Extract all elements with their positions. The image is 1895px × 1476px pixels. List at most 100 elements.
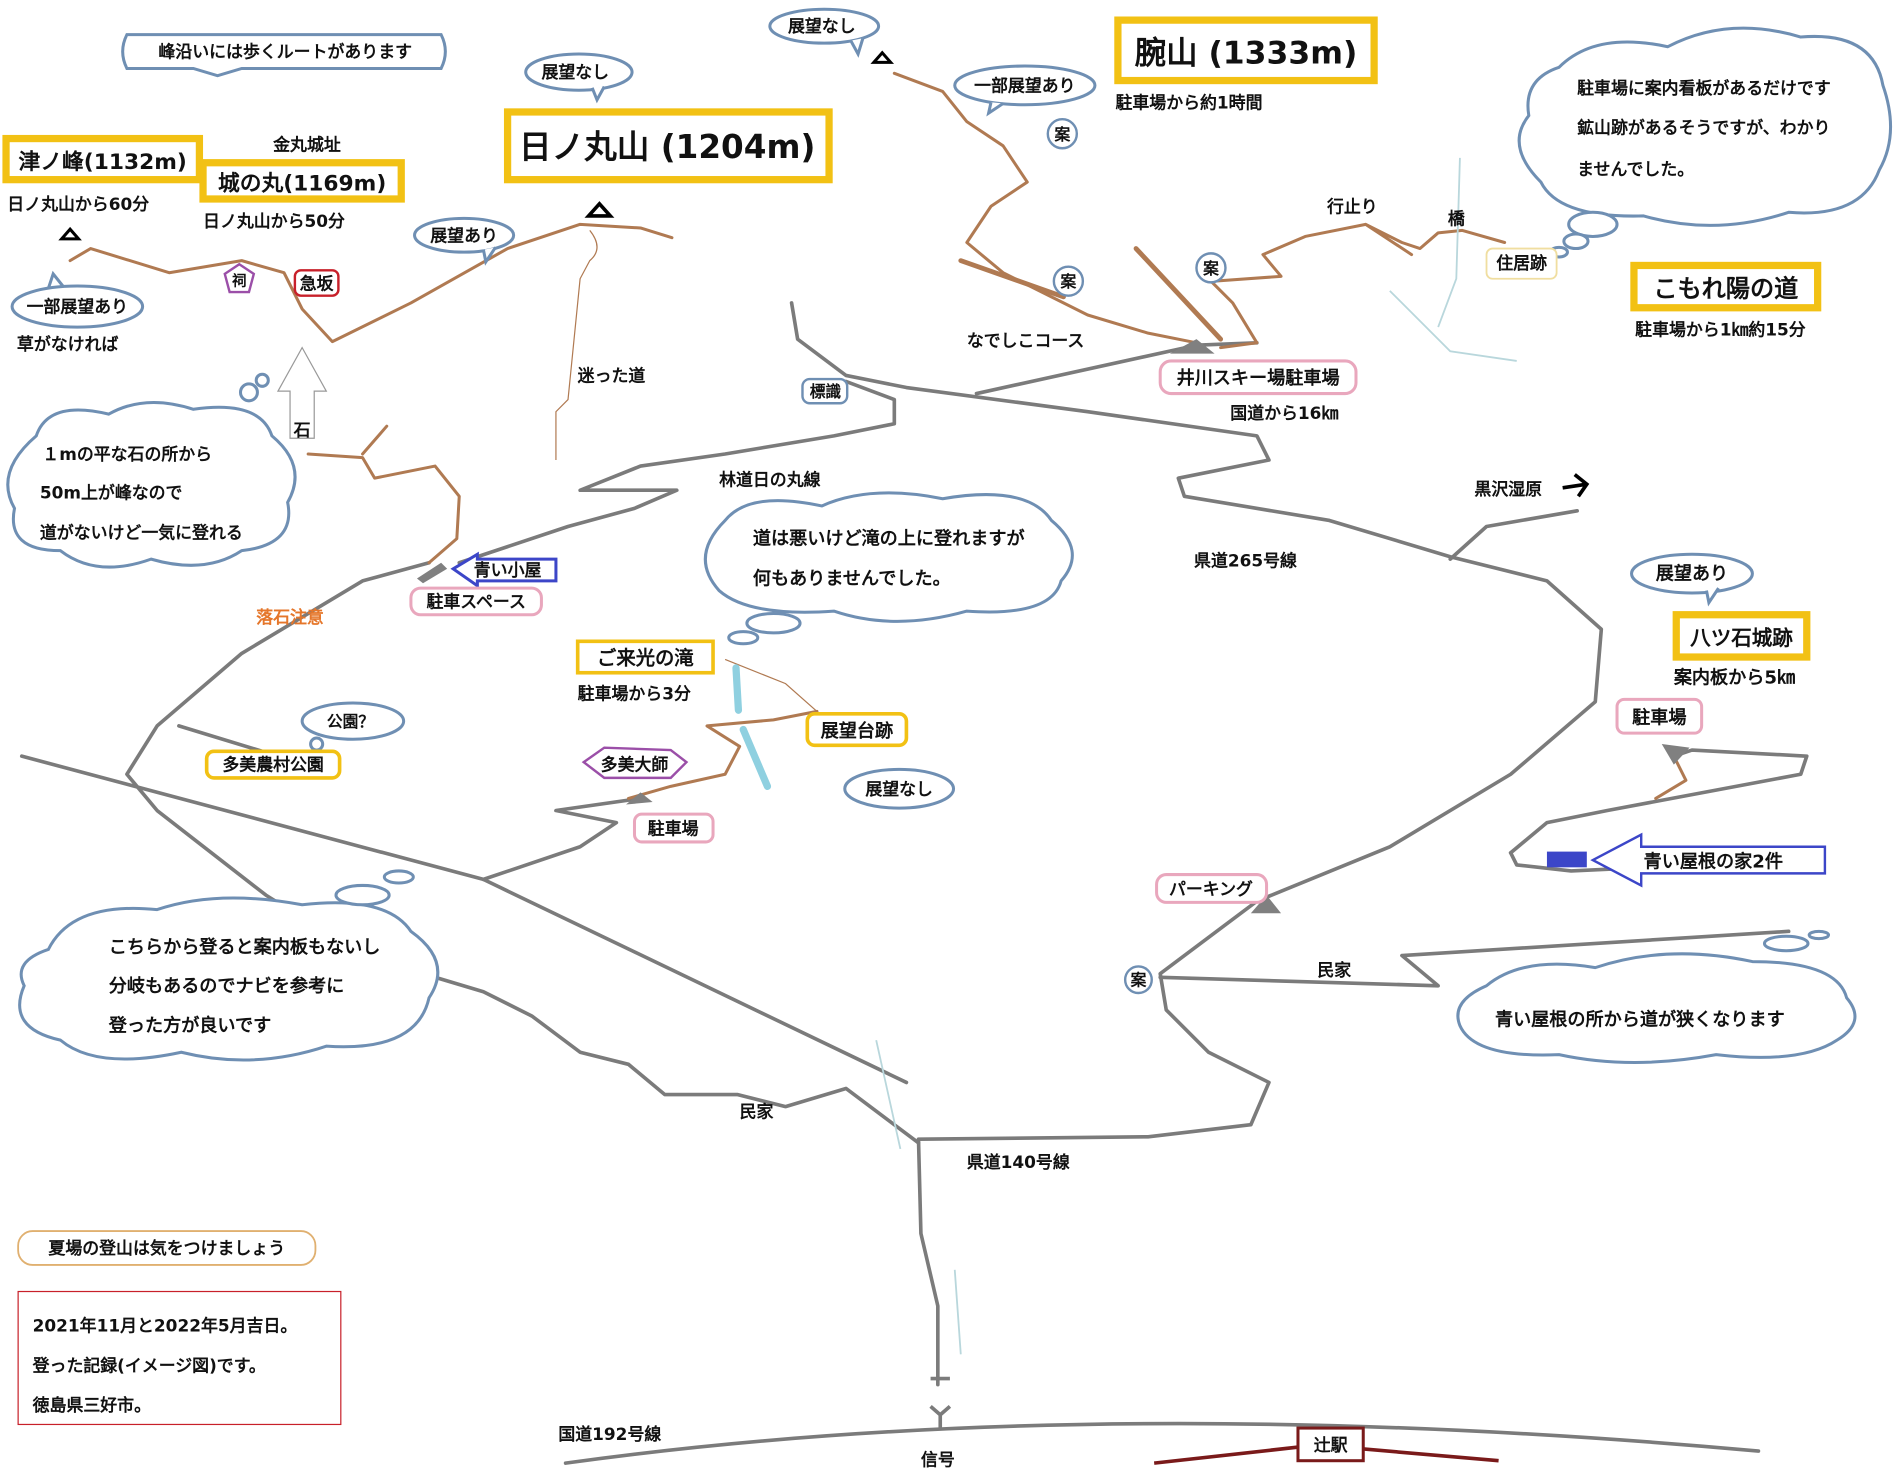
cloud-text: 青い屋根の所から道が狭くなります	[1495, 1009, 1785, 1031]
sign-badge	[801, 377, 849, 405]
falls-upper-path	[724, 658, 818, 712]
wanyama-trail	[892, 71, 1198, 345]
cloud-text: 鉱山跡があるそうですが、わかり	[1577, 118, 1830, 138]
view-label: 展望あり	[430, 225, 498, 245]
pref-road-265-label: 県道265号線	[1194, 550, 1297, 570]
komorebi-trail	[1207, 222, 1507, 350]
main-road	[789, 301, 1604, 1387]
dead-end-label: 行止り	[1326, 196, 1378, 216]
house-label: 民家	[740, 1101, 774, 1121]
parking-label: 駐車場	[648, 819, 699, 839]
wanyama-box	[1114, 16, 1378, 85]
hinomaru-box	[503, 108, 833, 184]
cloud-falls: 道は悪いけど滝の上に登れますが 何もありませんでした。	[703, 491, 1074, 646]
steep-label: 急坂	[300, 274, 334, 294]
falls-name: ご来光の滝	[597, 646, 694, 669]
parking-marks	[416, 339, 1690, 914]
guide-markers: 案 案 案 案	[1046, 118, 1227, 995]
summit-icon	[584, 201, 615, 218]
stream	[875, 157, 1517, 1355]
yatsuishi-name: 八ツ石城跡	[1690, 626, 1793, 650]
yatsuishi-trail	[1654, 754, 1688, 800]
steep-slope-badge	[293, 269, 340, 297]
guide-icon: 案	[1053, 125, 1070, 144]
view-label: 展望あり	[1656, 563, 1728, 585]
shrine-icon	[223, 262, 256, 294]
partial-view-label: 一部展望あり	[27, 297, 128, 317]
no-view-label: 展望なし	[541, 62, 609, 82]
record-line: 2021年11月と2022年5月吉日。	[33, 1315, 298, 1335]
cloud-text: 道がないけど一気に登れる	[40, 523, 243, 543]
grass-note: 草がなければ	[17, 334, 119, 354]
waterfall	[732, 664, 772, 790]
parking-badge	[1155, 873, 1269, 904]
jonomaru-time: 日ノ丸山から50分	[203, 211, 345, 231]
tsunomine-time: 日ノ丸山から60分	[7, 194, 149, 214]
signal-label: 信号	[921, 1450, 955, 1470]
lost-road-label: 迷った道	[577, 365, 646, 385]
falls-box	[575, 639, 715, 675]
jonomaru-name: 城の丸(1169m)	[218, 171, 386, 197]
national-road-192	[563, 1421, 1761, 1465]
yatsuishi-box	[1672, 611, 1811, 661]
blue-roof-marker	[1546, 851, 1587, 868]
lost-road-line	[555, 230, 598, 461]
falls-time: 駐車場から3分	[578, 683, 691, 703]
komorebi-name: こもれ陽の道	[1653, 275, 1798, 303]
yatsuishi-road	[1508, 748, 1809, 855]
cloud-text: 駐車場に案内看板があるだけです	[1577, 78, 1831, 98]
komorebi-box	[1630, 261, 1822, 312]
junction-mark	[929, 1376, 952, 1430]
ridge-trail	[68, 222, 674, 344]
cloud-stone: １mの平な石の所から 50m上が峰なので 道がないけど一気に登れる	[6, 372, 297, 569]
ski-parking-badge	[1158, 359, 1358, 396]
guide-icon: 案	[1130, 971, 1147, 990]
parking-label: 駐車場	[1632, 706, 1686, 728]
kurosawa-label: 黒沢湿原	[1474, 479, 1542, 499]
record-line: 徳島県三好市。	[32, 1395, 151, 1415]
ski-distance: 国道から16㎞	[1230, 403, 1338, 423]
ski-road	[974, 343, 1199, 396]
cloud-text: 登った方が良いです	[108, 1015, 271, 1037]
nadeshiko-trail	[958, 246, 1224, 342]
tami-daishi-label: 多美大師	[601, 755, 669, 775]
cloud-text: １mの平な石の所から	[42, 444, 212, 464]
forest-road	[457, 379, 897, 565]
trails	[68, 71, 1688, 800]
nadeshiko-label: なでしこコース	[967, 330, 1084, 350]
ruins-badge	[1485, 247, 1558, 280]
west-road	[125, 560, 921, 1145]
tsunomine-name: 津ノ峰(1132m)	[19, 149, 187, 175]
observatory-box	[805, 712, 909, 748]
kurosawa-branch	[1448, 508, 1579, 561]
blue-roofs-arrow	[1590, 832, 1827, 888]
summer-note-box	[17, 1230, 317, 1266]
cloud-text: 分岐もあるのでナビを参考に	[109, 975, 344, 997]
park-box	[204, 749, 342, 780]
falls-trail	[626, 709, 819, 800]
record-line: 登った記録(イメージ図)です。	[32, 1355, 266, 1375]
hinomaru-name: 日ノ丸山 (1204m)	[519, 128, 815, 166]
komorebi-time: 駐車場から1㎞約15分	[1635, 320, 1806, 340]
station-label: 辻駅	[1314, 1435, 1348, 1455]
record-box	[17, 1290, 342, 1426]
bridge-label: 橋	[1448, 208, 1465, 228]
yatsuishi-time: 案内板から5㎞	[1673, 667, 1795, 689]
park-label: 多美農村公園	[222, 755, 323, 775]
forest-road-label: 林道日の丸線	[719, 469, 821, 489]
hinomaru-trail	[306, 424, 461, 565]
parking-label: パーキング	[1169, 879, 1253, 899]
summer-note: 夏場の登山は気をつけましょう	[48, 1238, 285, 1258]
guide-icon: 案	[1202, 259, 1219, 278]
arrow-right-icon	[1562, 473, 1590, 498]
parking-space-label: 駐車スペース	[426, 591, 525, 611]
observatory-label: 展望台跡	[821, 720, 893, 742]
ridge-route-text: 峰沿いには歩くルートがあります	[158, 42, 412, 62]
house-road	[1158, 929, 1791, 988]
ski-parking-label: 井川スキー場駐車場	[1177, 367, 1340, 389]
view-bubbles: 展望なし 展望なし 展望なし 展望あり 展望あり 一部展望あり 一部展望あり 公…	[10, 7, 1754, 810]
shrine-label: 祠	[232, 272, 247, 290]
no-view-label: 展望なし	[788, 16, 856, 36]
blue-hut-arrow	[450, 551, 558, 589]
